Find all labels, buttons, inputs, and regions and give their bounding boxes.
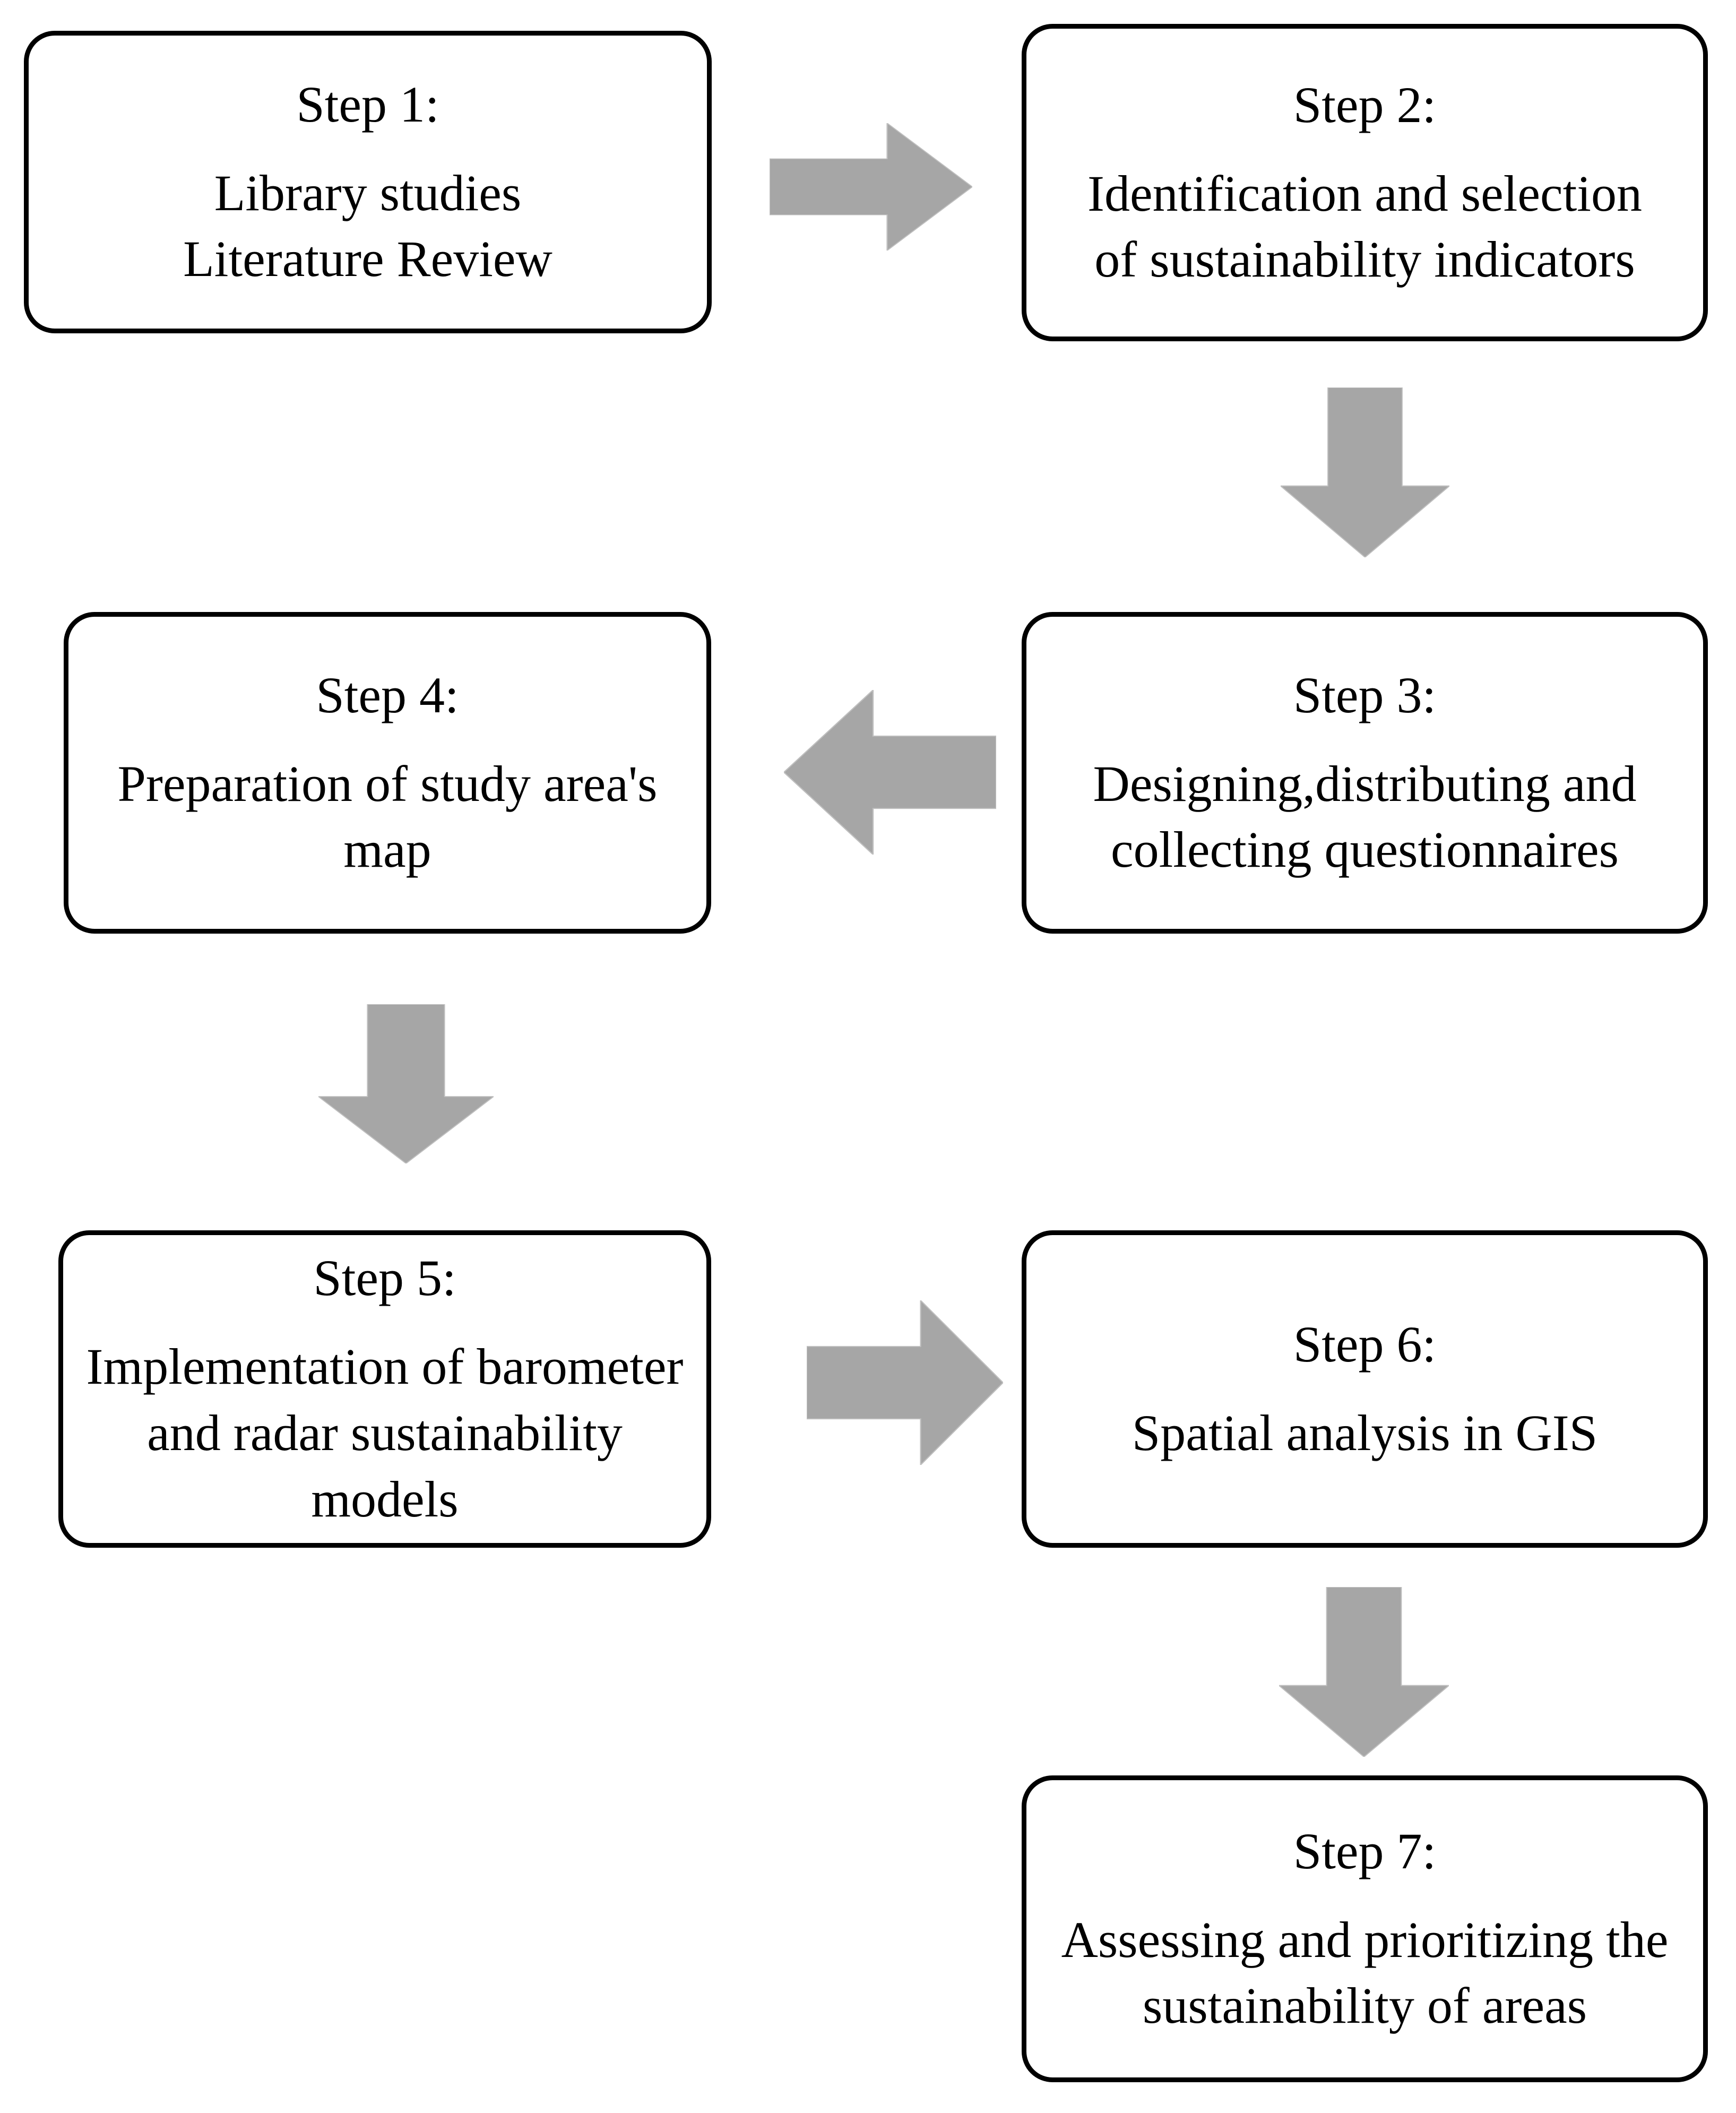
arrow-right-icon: [770, 123, 972, 251]
step-body-line: models: [311, 1470, 459, 1528]
step-body-line: and radar sustainability: [147, 1404, 623, 1461]
step-title: Step 3:: [1293, 666, 1437, 723]
step-body-line: Assessing and prioritizing the: [1061, 1911, 1669, 1968]
arrow-right-icon: [807, 1300, 1003, 1465]
step-body-line: Implementation of barometer: [86, 1338, 684, 1395]
step-body-line: Library studies: [214, 164, 522, 221]
step-title: Step 2:: [1293, 76, 1437, 133]
step-body: Implementation of barometer and radar su…: [73, 1334, 697, 1532]
step-body: Assessing and prioritizing the sustainab…: [1048, 1907, 1682, 2040]
step-body: Identification and selection of sustaina…: [1074, 161, 1656, 294]
arrow-down-icon: [318, 1004, 494, 1163]
step-box-step4[interactable]: Step 4: Preparation of study area's map: [64, 612, 711, 934]
step-title: Step 7:: [1293, 1822, 1437, 1879]
step-body-line: map: [343, 821, 431, 878]
step-body-line: Preparation of study area's: [117, 755, 658, 812]
step-body-line: sustainability of areas: [1142, 1977, 1587, 2034]
step-body: Designing,distributing and collecting qu…: [1079, 751, 1651, 884]
arrow-left-icon: [784, 690, 996, 855]
step-box-step7[interactable]: Step 7: Assessing and prioritizing the s…: [1022, 1775, 1708, 2082]
step-box-step2[interactable]: Step 2: Identification and selection of …: [1022, 24, 1708, 341]
step-body: Library studies Literature Review: [169, 160, 566, 293]
step-title: Step 4:: [316, 666, 459, 723]
step-box-step1[interactable]: Step 1: Library studies Literature Revie…: [24, 31, 712, 333]
arrow-down-icon: [1281, 387, 1449, 557]
step-box-step5[interactable]: Step 5: Implementation of barometer and …: [58, 1230, 711, 1548]
arrow-down-icon: [1279, 1587, 1449, 1757]
step-body-line: of sustainability indicators: [1094, 231, 1635, 288]
step-title: Step 5:: [313, 1249, 456, 1307]
step-body-line: collecting questionnaires: [1110, 821, 1619, 878]
step-title: Step 1:: [296, 75, 439, 133]
step-body: Preparation of study area's map: [104, 751, 671, 884]
step-body: Spatial analysis in GIS: [1118, 1400, 1611, 1467]
step-body-line: Identification and selection: [1087, 165, 1642, 222]
step-body-line: Designing,distributing and: [1093, 755, 1637, 812]
step-body-line: Spatial analysis in GIS: [1132, 1404, 1598, 1461]
step-box-step3[interactable]: Step 3: Designing,distributing and colle…: [1022, 612, 1708, 934]
step-title: Step 6:: [1293, 1316, 1437, 1373]
step-body-line: Literature Review: [183, 230, 552, 288]
step-box-step6[interactable]: Step 6: Spatial analysis in GIS: [1022, 1230, 1708, 1548]
